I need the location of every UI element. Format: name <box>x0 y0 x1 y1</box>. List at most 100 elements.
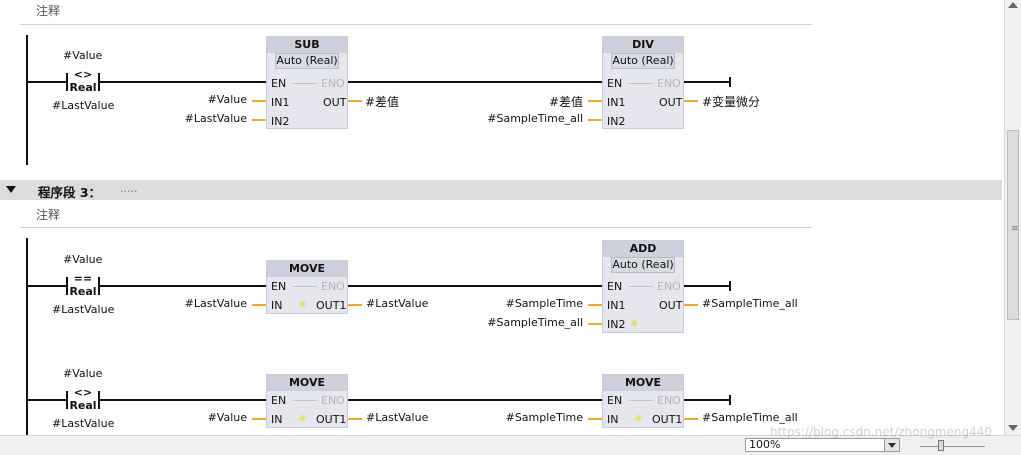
move-en-eno-line <box>293 400 317 401</box>
contact-operand-top[interactable]: #Value <box>63 49 103 62</box>
contact-operator[interactable]: == <box>73 272 93 285</box>
move-en-pin: EN <box>271 394 287 407</box>
add-out-operand[interactable]: #SampleTime_all <box>702 297 798 310</box>
sub-in2-wire <box>252 119 266 121</box>
move-out-pin: OUT1 <box>316 299 347 312</box>
scroll-up-icon[interactable] <box>1008 2 1018 8</box>
rung-wire <box>348 81 602 83</box>
contact-type[interactable]: Real <box>69 81 97 94</box>
comment-label-net2[interactable]: 注释 <box>36 4 61 18</box>
zoom-slider-track[interactable] <box>920 446 985 447</box>
div-in1-operand[interactable]: #差值 <box>548 95 583 109</box>
sub-in1-operand[interactable]: #Value <box>207 93 247 106</box>
contact-type[interactable]: Real <box>69 285 97 298</box>
contact-operand-bottom[interactable]: #LastValue <box>52 99 115 112</box>
zoom-select[interactable]: 100% <box>745 438 900 452</box>
add-eno-pin: ENO <box>657 280 681 293</box>
move-eno-pin: ENO <box>321 280 345 293</box>
network-comment-placeholder[interactable]: ..... <box>120 182 138 195</box>
sub-in2-pin: IN2 <box>271 115 290 128</box>
power-rail <box>26 238 28 438</box>
rung-end-wire <box>684 81 730 83</box>
rung-wire <box>28 81 66 83</box>
scroll-down-icon[interactable] <box>1008 425 1018 431</box>
move-in-wire <box>252 418 266 420</box>
div-in1-wire <box>588 100 602 102</box>
add-in2-operand[interactable]: #SampleTime_all <box>487 316 583 329</box>
move-eno-pin: ENO <box>321 394 345 407</box>
sub-en-eno-line <box>293 83 317 84</box>
move-block-title: MOVE <box>267 375 347 391</box>
move-in-pin: IN <box>607 413 619 426</box>
div-type-select[interactable]: Auto (Real) <box>611 53 675 69</box>
sparkle-icon[interactable]: ✳ <box>298 298 308 311</box>
move-en-pin: EN <box>607 394 623 407</box>
move-block-title: MOVE <box>603 375 683 391</box>
vertical-scrollbar[interactable]: ≡ <box>1004 0 1021 435</box>
chevron-down-icon[interactable] <box>884 439 899 451</box>
watermark-text: https://blog.csdn.net/zhongmeng440 <box>770 425 993 439</box>
grip-icon: ≡ <box>1011 224 1019 234</box>
sub-type-select[interactable]: Auto (Real) <box>275 53 339 69</box>
move-block[interactable]: MOVE EN ENO IN ✳ OUT1 <box>266 374 348 428</box>
move-out-wire <box>348 304 362 306</box>
div-en-eno-line <box>629 83 653 84</box>
div-eno-pin: ENO <box>657 77 681 90</box>
move-block[interactable]: MOVE EN ENO IN ✳ OUT1 <box>266 260 348 314</box>
contact-operand-bottom[interactable]: #LastValue <box>52 417 115 430</box>
rung-end-wire <box>684 399 730 401</box>
add-block[interactable]: ADD Auto (Real) EN ENO IN1 OUT IN2 ✳ <box>602 240 684 333</box>
sub-in1-pin: IN1 <box>271 96 290 109</box>
div-out-operand[interactable]: #变量微分 <box>702 95 761 109</box>
move-in-wire <box>252 304 266 306</box>
network-title: 程序段 3： <box>38 185 102 200</box>
move-out-operand[interactable]: #SampleTime_all <box>702 411 798 424</box>
add-type-select[interactable]: Auto (Real) <box>611 257 675 273</box>
move-block[interactable]: MOVE EN ENO IN ✳ OUT1 <box>602 374 684 428</box>
rung-end-tick <box>729 395 731 405</box>
div-block[interactable]: DIV Auto (Real) EN ENO IN1 OUT IN2 <box>602 36 684 129</box>
move-in-operand[interactable]: #Value <box>207 411 247 424</box>
sub-in2-operand[interactable]: #LastValue <box>184 112 247 125</box>
contact-right-bar <box>98 391 100 409</box>
scrollbar-thumb[interactable]: ≡ <box>1007 130 1019 320</box>
div-in2-operand[interactable]: #SampleTime_all <box>487 112 583 125</box>
move-in-operand[interactable]: #SampleTime <box>505 411 583 424</box>
contact-type[interactable]: Real <box>69 399 97 412</box>
triangle-down-icon[interactable] <box>6 186 16 193</box>
add-out-wire <box>684 304 698 306</box>
sub-out-operand[interactable]: #差值 <box>365 95 400 109</box>
sub-block-title: SUB <box>267 37 347 53</box>
move-out-operand[interactable]: #LastValue <box>366 297 429 310</box>
rung-wire <box>348 285 602 287</box>
move-in-operand[interactable]: #LastValue <box>184 297 247 310</box>
move-in-wire <box>588 418 602 420</box>
rung-wire <box>28 285 66 287</box>
network-header[interactable]: 程序段 3： ..... <box>0 180 1002 200</box>
move-in-pin: IN <box>271 299 283 312</box>
add-in2-pin: IN2 <box>607 318 626 331</box>
rung-wire <box>100 399 266 401</box>
sub-block[interactable]: SUB Auto (Real) EN ENO IN1 OUT IN2 <box>266 36 348 129</box>
add-en-pin: EN <box>607 280 623 293</box>
move-in-pin: IN <box>271 413 283 426</box>
contact-operand-top[interactable]: #Value <box>63 367 103 380</box>
sparkle-icon[interactable]: ✳ <box>298 412 308 425</box>
move-en-pin: EN <box>271 280 287 293</box>
add-out-pin: OUT <box>659 299 683 312</box>
move-out-operand[interactable]: #LastValue <box>366 411 429 424</box>
div-out-pin: OUT <box>659 96 683 109</box>
sub-en-pin: EN <box>271 77 287 90</box>
contact-operator[interactable]: <> <box>73 68 93 81</box>
zoom-slider-handle[interactable] <box>938 440 944 451</box>
comment-label-net3[interactable]: 注释 <box>36 208 61 222</box>
add-in2-wire <box>588 323 602 325</box>
sparkle-icon[interactable]: ✳ <box>634 412 644 425</box>
contact-operand-top[interactable]: #Value <box>63 253 103 266</box>
contact-operand-bottom[interactable]: #LastValue <box>52 303 115 316</box>
add-in1-operand[interactable]: #SampleTime <box>505 297 583 310</box>
sparkle-icon[interactable]: ✳ <box>630 317 640 330</box>
rung-end-tick <box>729 281 731 291</box>
div-block-title: DIV <box>603 37 683 53</box>
contact-operator[interactable]: <> <box>73 386 93 399</box>
